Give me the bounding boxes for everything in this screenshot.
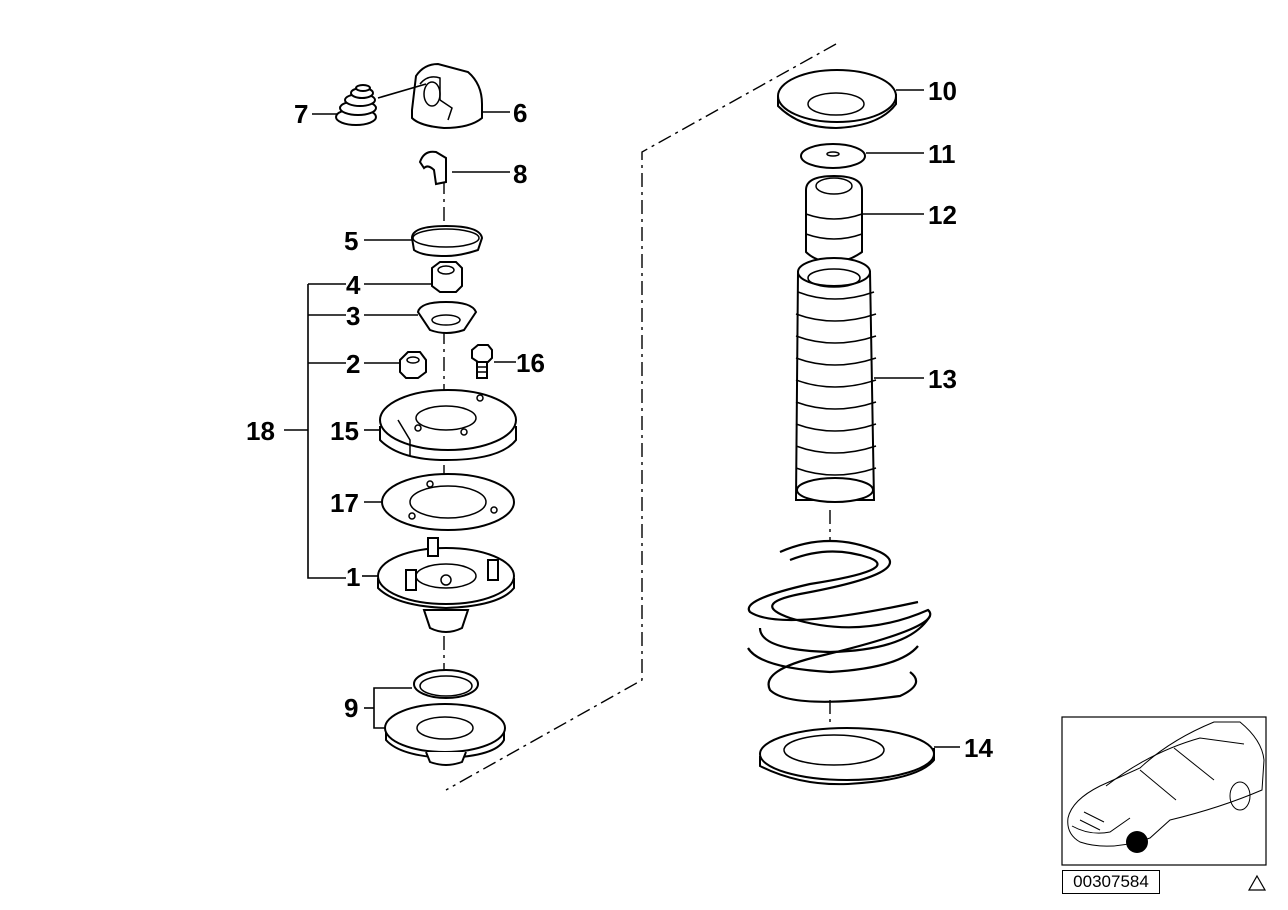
part-17-gasket [381, 473, 515, 531]
callout-3: 3 [346, 301, 360, 331]
part-7-protective-boot [335, 84, 377, 126]
callout-5: 5 [344, 226, 358, 256]
vehicle-location-thumbnail [1061, 716, 1267, 866]
callout-11: 11 [928, 139, 956, 169]
part-10-spring-seat [777, 69, 897, 130]
callout-13: 13 [928, 364, 957, 394]
part-14-spring-pad [759, 727, 935, 786]
callout-12: 12 [928, 200, 957, 230]
part-11-washer [800, 143, 866, 169]
callout-4: 4 [346, 270, 361, 300]
part-5-dust-cap [410, 224, 484, 258]
callout-7: 7 [294, 99, 308, 129]
part-6-cover-cap [411, 62, 483, 130]
warning-triangle-icon [1247, 874, 1267, 891]
callout-10: 10 [928, 76, 957, 106]
car-outline-icon [1067, 721, 1265, 847]
callout-17: 17 [330, 488, 359, 518]
callout-6: 6 [513, 98, 527, 128]
part-13-protection-tube [794, 257, 877, 503]
part-1-strut-mount [377, 537, 515, 633]
callout-18: 18 [246, 416, 275, 446]
part-9-bearing-set [384, 669, 506, 766]
callout-16: 16 [516, 348, 545, 378]
callout-2: 2 [346, 349, 360, 379]
part-8-connector [418, 150, 447, 186]
callout-15: 15 [330, 416, 359, 446]
diagram-code-label: 00307584 [1062, 870, 1160, 894]
part-16-hex-bolt [471, 344, 493, 379]
location-marker-icon [1126, 831, 1148, 853]
part-4-hex-nut [431, 261, 463, 293]
callout-8: 8 [513, 159, 527, 189]
part-12-bump-stop [805, 174, 863, 264]
callout-1: 1 [346, 562, 360, 592]
assembly-connection-line [445, 43, 837, 791]
callout-9: 9 [344, 693, 358, 723]
callout-14: 14 [964, 733, 993, 763]
part-15-mount-plate [379, 389, 517, 462]
coil-spring [747, 539, 932, 703]
leader-lines [284, 83, 960, 748]
part-3-support-washer [416, 300, 478, 334]
part-2-collar-nut [399, 351, 427, 379]
